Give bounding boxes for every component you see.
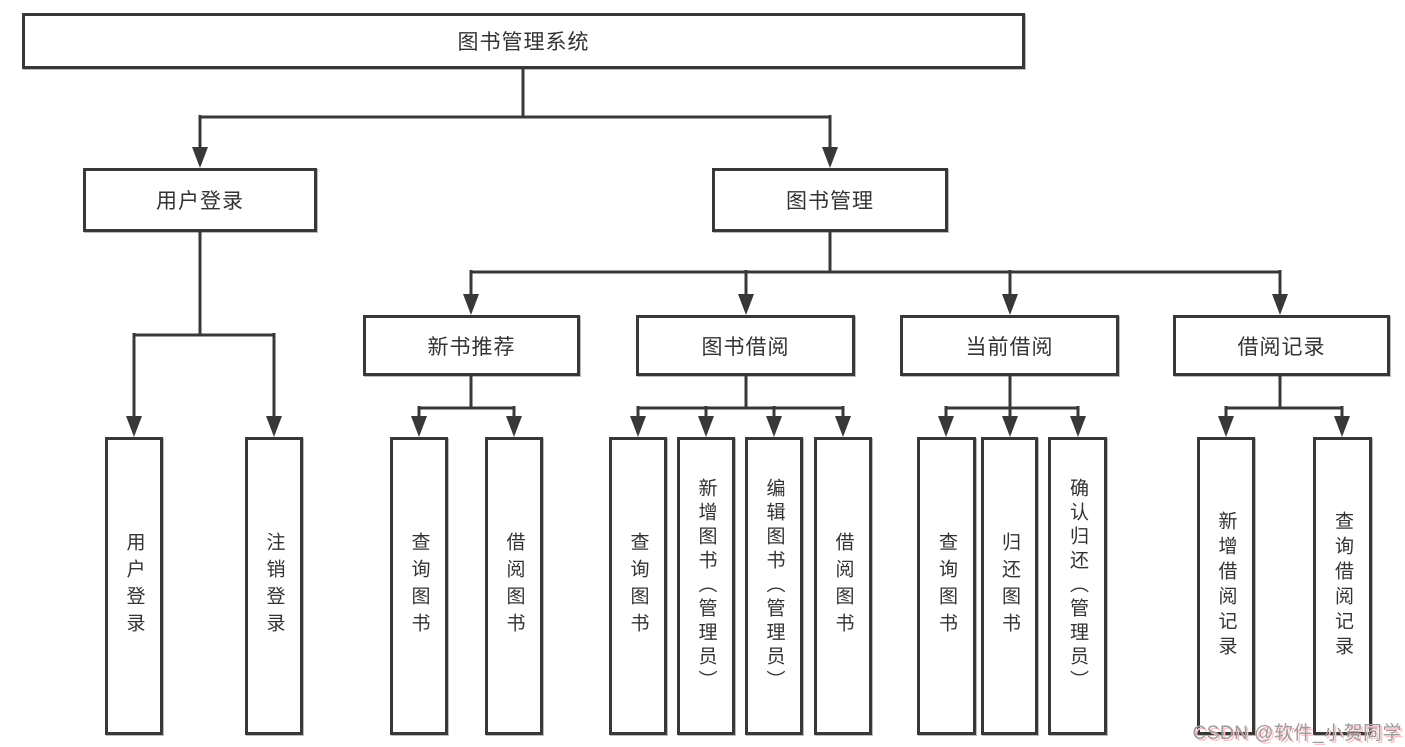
leaf-label: 借阅图书 (832, 532, 854, 640)
arrowhead-icon (835, 416, 851, 437)
leaf-label: 编辑图书（管理员） (763, 478, 785, 694)
leaf-label: 新增图书（管理员） (695, 478, 717, 694)
arrowhead-icon (411, 416, 427, 437)
arrowhead-icon (1218, 416, 1234, 437)
arrowhead-icon (822, 147, 838, 168)
arrowhead-icon (1070, 416, 1086, 437)
arrowhead-icon (1002, 416, 1018, 437)
leaf-add-books-admin: 新增图书（管理员） (677, 437, 735, 735)
leaf-user-login: 用户登录 (105, 437, 163, 735)
leaf-return-books: 归还图书 (981, 437, 1038, 735)
leaf-borrow-books: 借阅图书 (814, 437, 872, 735)
leaf-label: 查询图书 (408, 532, 430, 640)
leaf-logout: 注销登录 (245, 437, 303, 735)
node-label: 用户登录 (156, 190, 244, 213)
leaf-label: 借阅图书 (503, 532, 525, 640)
leaf-add-borrow-record: 新增借阅记录 (1197, 437, 1255, 735)
arrowhead-icon (192, 147, 208, 168)
node-label: 借阅记录 (1237, 335, 1326, 359)
arrowhead-icon (738, 294, 754, 315)
arrowhead-icon (126, 416, 142, 437)
node-label: 图书管理 (786, 190, 874, 213)
leaf-label: 新增借阅记录 (1215, 511, 1237, 661)
arrowhead-icon (506, 416, 522, 437)
node-book-borrowing: 图书借阅 (636, 315, 855, 376)
leaf-label: 查询图书 (627, 532, 649, 640)
arrowhead-icon (463, 294, 479, 315)
arrowhead-icon (1272, 294, 1288, 315)
node-current-borrowing: 当前借阅 (900, 315, 1119, 376)
leaf-query-books-borrow: 查询图书 (609, 437, 667, 735)
node-label: 当前借阅 (965, 335, 1054, 359)
node-label: 新书推荐 (427, 335, 516, 359)
watermark: CSDN @软件_小贺同学 (1192, 723, 1402, 744)
node-label: 图书管理系统 (457, 31, 590, 54)
leaf-label: 用户登录 (123, 532, 145, 640)
arrowhead-icon (698, 416, 714, 437)
leaf-confirm-return-admin: 确认归还（管理员） (1048, 437, 1107, 735)
arrowhead-icon (266, 416, 282, 437)
leaf-borrow-books-recommend: 借阅图书 (485, 437, 543, 735)
leaf-label: 查询图书 (936, 532, 957, 640)
leaf-label: 确认归还（管理员） (1067, 478, 1088, 694)
node-book-management: 图书管理 (712, 168, 948, 232)
arrowhead-icon (766, 416, 782, 437)
node-user-login: 用户登录 (83, 168, 317, 232)
arrowhead-icon (938, 416, 954, 437)
leaf-query-books-current: 查询图书 (917, 437, 976, 735)
node-library-management-system: 图书管理系统 (22, 13, 1025, 69)
leaf-label: 归还图书 (999, 532, 1020, 640)
leaf-label: 查询借阅记录 (1332, 511, 1353, 661)
node-label: 图书借阅 (701, 335, 790, 359)
leaf-label: 注销登录 (263, 532, 285, 640)
node-new-book-recommendation: 新书推荐 (363, 315, 580, 376)
leaf-query-books-recommend: 查询图书 (390, 437, 448, 735)
arrowhead-icon (630, 416, 646, 437)
arrowhead-icon (1002, 294, 1018, 315)
leaf-query-borrow-record: 查询借阅记录 (1313, 437, 1372, 735)
leaf-edit-books-admin: 编辑图书（管理员） (745, 437, 803, 735)
arrowhead-icon (1334, 416, 1350, 437)
node-borrowing-records: 借阅记录 (1173, 315, 1390, 376)
